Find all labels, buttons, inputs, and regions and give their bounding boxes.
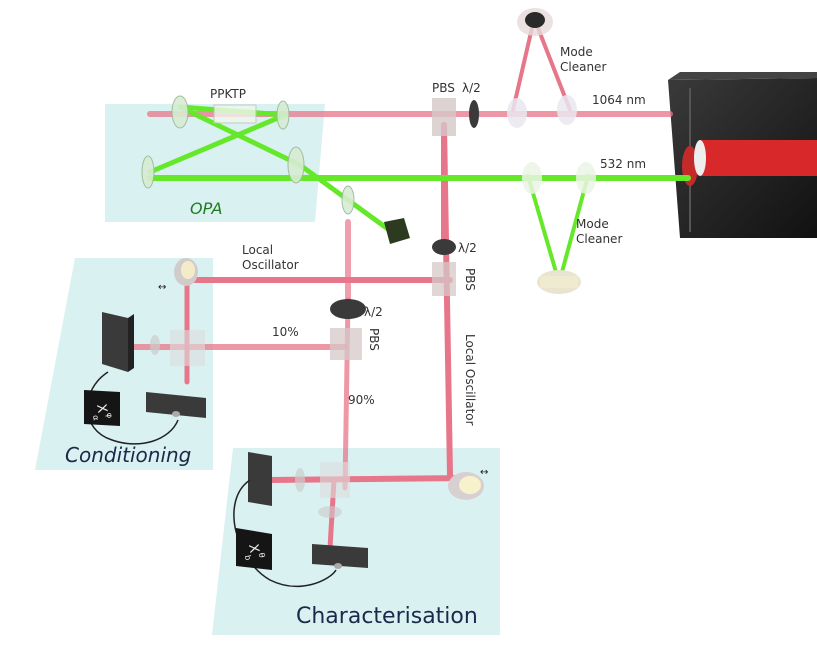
characterisation-panel [212,448,500,635]
pbs-center [330,328,362,360]
label-ppktp: PPKTP [210,87,246,101]
label-lambda2-top: λ/2 [462,81,481,95]
svg-text:θ: θ [257,552,267,558]
svg-text:φ: φ [105,412,115,419]
label-10pct: 10% [272,325,299,339]
characterisation-optics [233,452,368,588]
xa-label: X α φ [91,403,115,421]
xb-label: X b θ [243,543,267,561]
label-90pct: 90% [348,393,375,407]
svg-text:α: α [91,414,101,421]
ppktp-crystal [213,104,257,124]
label-local-oscillator-left-2: Oscillator [242,258,299,272]
label-532nm: 532 nm [600,157,646,171]
label-conditioning: Conditioning [65,443,191,467]
mode-cleaner-bottom [522,162,596,294]
waveplate-mid [432,239,456,255]
label-characterisation: Characterisation [296,604,478,629]
svg-text:b: b [243,554,253,561]
label-local-oscillator-right: Local Oscillator [463,334,477,426]
label-pbs-mid: PBS [463,268,477,291]
label-mode-cleaner-top-1: Mode [560,45,593,59]
label-lambda2-center: λ/2 [364,305,383,319]
svg-text:X: X [245,543,261,554]
lo-mirror-left: ↔ [158,258,198,293]
conditioning-optics [84,312,206,445]
label-opa: OPA [190,199,222,218]
opa-panel [105,104,325,222]
mode-cleaner-top [507,8,577,128]
label-mode-cleaner-top-2: Cleaner [560,60,606,74]
label-mode-cleaner-bottom-2: Cleaner [576,232,622,246]
label-1064nm: 1064 nm [592,93,646,107]
lo-mirror-right: ↔ [448,467,488,500]
waveplate-center [330,299,366,319]
pbs-top [432,98,456,136]
svg-text:↔: ↔ [480,467,488,478]
label-pbs-top: PBS [432,81,455,95]
svg-text:X: X [93,403,109,414]
label-lambda2-mid: λ/2 [458,241,477,255]
svg-text:↔: ↔ [158,282,166,293]
label-mode-cleaner-bottom-1: Mode [576,217,609,231]
pbs-mid [432,262,456,296]
opa-mirrors [141,95,355,215]
label-local-oscillator-left-1: Local [242,243,273,257]
beam-dump [384,218,410,244]
label-pbs-center: PBS [367,328,381,351]
laser-source [668,72,817,238]
waveplate-top [469,100,479,128]
